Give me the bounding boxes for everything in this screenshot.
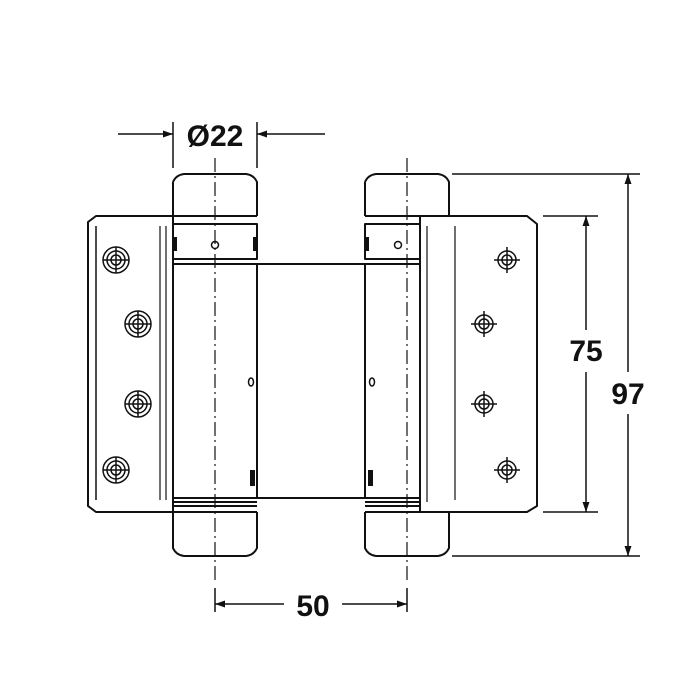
screw-hole bbox=[471, 391, 497, 417]
left-leaf-plate bbox=[87, 215, 174, 513]
center-lines bbox=[214, 158, 408, 580]
pin-spacing-label: 50 bbox=[296, 590, 329, 623]
barrel-details bbox=[172, 237, 373, 486]
dimension-overall-height bbox=[452, 173, 640, 557]
screw-hole bbox=[102, 456, 130, 484]
screw-hole bbox=[471, 311, 497, 337]
right-screw-holes bbox=[471, 247, 520, 483]
screw-hole bbox=[102, 246, 130, 274]
spring-body bbox=[257, 263, 365, 499]
overall-height-label: 97 bbox=[611, 378, 644, 411]
right-leaf-plate bbox=[419, 215, 538, 513]
screw-hole bbox=[494, 457, 520, 483]
diameter-label: Ø22 bbox=[187, 120, 244, 153]
dimension-diameter bbox=[118, 122, 325, 168]
screw-hole bbox=[124, 310, 152, 338]
screw-hole bbox=[494, 247, 520, 273]
dimension-leaf-height bbox=[543, 215, 598, 513]
leaf-height-label: 75 bbox=[569, 335, 602, 368]
screw-hole bbox=[124, 390, 152, 418]
left-screw-holes bbox=[102, 246, 152, 484]
dimension-pin-spacing bbox=[214, 588, 408, 612]
